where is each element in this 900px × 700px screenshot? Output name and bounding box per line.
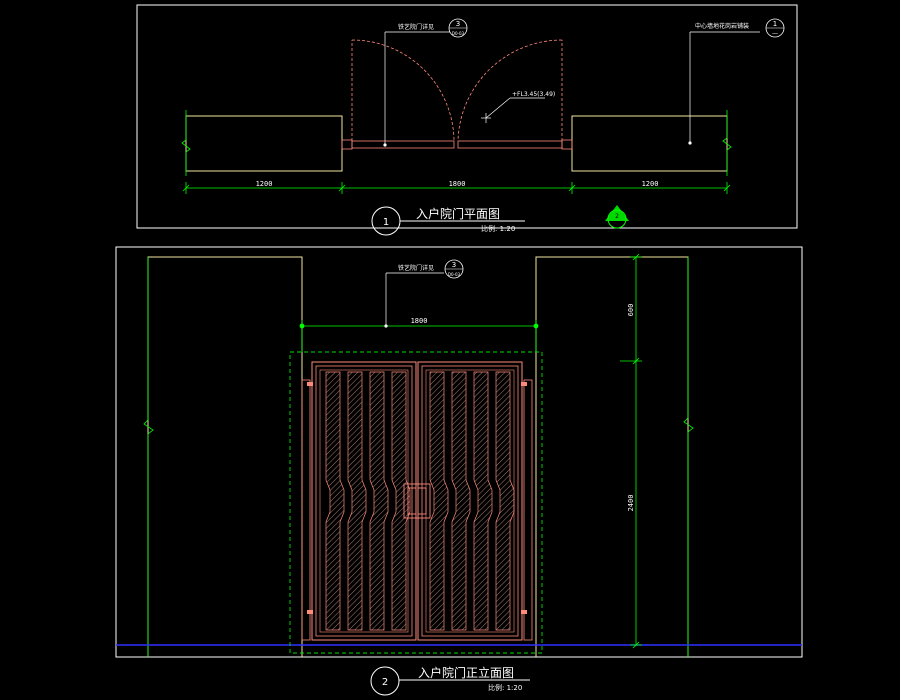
- plan-swing-arc-left: [351, 39, 455, 142]
- plan-swing-arc-right: [457, 39, 563, 142]
- elevation-view: 1800 铁艺院门详见 3 D0-03 600 2400 2: [115, 246, 803, 696]
- elevation-scale: 比例: 1:20: [488, 683, 522, 692]
- plan-view: 1200 1800 1200 铁艺院门详见 3 D0-03 +FL3.45(3.…: [136, 4, 798, 236]
- plan-break-left: [181, 110, 191, 176]
- plan-break-right: [722, 110, 732, 176]
- gate-bar: [391, 371, 411, 631]
- plan-post-right: [561, 139, 573, 150]
- elevation-title-bubble: [370, 666, 400, 696]
- elevation-leader-dot: [384, 324, 388, 328]
- plan-door-leaf-right: [457, 140, 563, 149]
- plan-detail-leader: [384, 31, 450, 145]
- plan-post-left: [341, 139, 353, 150]
- gate-bars: [325, 371, 515, 631]
- elevation-title-number: 2: [382, 677, 388, 688]
- plan-leader-dot: [383, 143, 387, 147]
- plan-detail-note: 铁艺院门详见: [398, 23, 434, 31]
- plan-center-leader: [481, 97, 545, 123]
- elevation-detail-bubble: 3 D0-03: [444, 259, 464, 279]
- elevation-frame: [115, 246, 803, 658]
- elevation-right-dimension: [620, 253, 642, 649]
- elevation-break-left: [143, 257, 154, 657]
- plan-center-callout: 中心墙地花岗岩铺装: [695, 22, 749, 30]
- elevation-detail-leader: [385, 272, 444, 326]
- elevation-detail-note: 铁艺院门详见: [398, 264, 434, 272]
- plan-center-bubble-sheet: —: [772, 30, 778, 37]
- gate-post-right: [523, 379, 533, 641]
- plan-center-bubble: 1 —: [765, 18, 785, 38]
- plan-title-number: 1: [383, 217, 389, 228]
- gate-bar: [369, 371, 389, 631]
- plan-elev-note: +FL3.45(3.49): [512, 91, 555, 98]
- elevation-detail-bubble-sheet: D0-03: [448, 272, 461, 277]
- plan-center-dot: [688, 141, 692, 145]
- elevation-title: 入户院门正立面图: [418, 665, 514, 680]
- plan-section-num: 2: [615, 213, 619, 220]
- elevation-dim-right-lower: 2400: [627, 495, 635, 512]
- plan-detail-bubble-num: 3: [456, 20, 460, 28]
- plan-dim-center: 1800: [449, 180, 466, 188]
- plan-section-mark: 2: [605, 205, 629, 229]
- gate-hinges: [307, 382, 527, 614]
- plan-detail-bubble: 3 D0-03: [448, 18, 468, 38]
- plan-door-leaf-left: [351, 140, 455, 149]
- plan-dim-left: 1200: [256, 180, 273, 188]
- gate-bar: [451, 371, 471, 631]
- plan-dimension-line: [182, 182, 731, 194]
- gate-handles: [403, 483, 431, 519]
- gate-bar: [429, 371, 449, 631]
- plan-detail-bubble-sheet: D0-03: [452, 31, 465, 36]
- elevation-dim-top: 1800: [411, 317, 428, 325]
- elevation-dim-right-upper: 600: [627, 304, 635, 317]
- plan-center-bubble-num: 1: [773, 20, 777, 28]
- plan-center-callout-leader: [689, 31, 760, 143]
- plan-right-wall: [571, 115, 728, 172]
- elevation-detail-bubble-num: 3: [452, 261, 456, 269]
- gate-post-left: [301, 379, 311, 641]
- elevation-top-dimension: [299, 320, 539, 352]
- gate-bar: [325, 371, 345, 631]
- elevation-break-right: [683, 257, 694, 657]
- plan-title: 入户院门平面图: [416, 206, 500, 221]
- elevation-right-wall: [535, 256, 689, 657]
- gate-dashed-outline: [289, 351, 543, 654]
- gate-bar: [473, 371, 493, 631]
- elevation-left-wall: [147, 256, 303, 657]
- plan-scale: 比例: 1:20: [481, 224, 515, 233]
- plan-left-wall: [185, 115, 343, 172]
- plan-dim-right: 1200: [642, 180, 659, 188]
- gate-bar: [495, 371, 515, 631]
- gate-bar: [347, 371, 367, 631]
- plan-frame: [136, 4, 798, 229]
